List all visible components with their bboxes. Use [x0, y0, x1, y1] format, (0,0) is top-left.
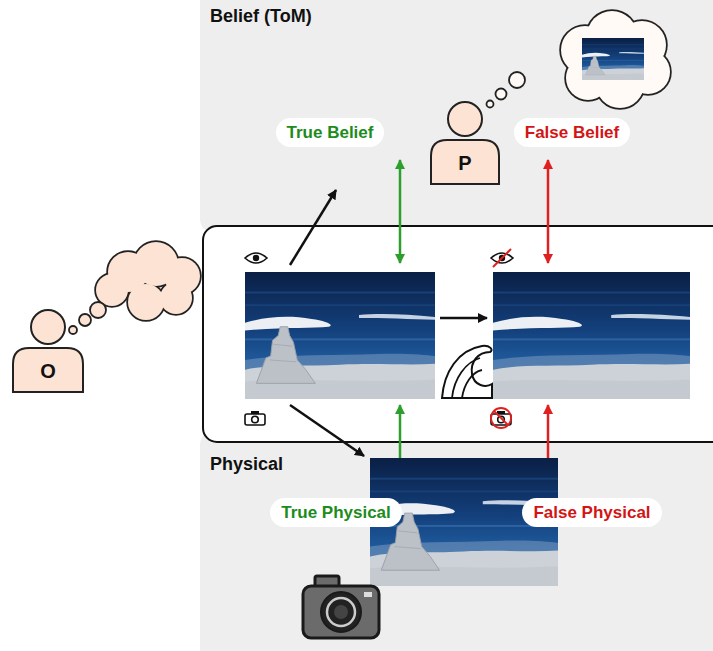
label-pill: False Belief: [514, 118, 631, 147]
person-head: [31, 310, 65, 344]
wave-icon: [462, 370, 482, 398]
flow-arrow: [290, 190, 336, 265]
pill-label: False Physical: [533, 502, 650, 523]
thought-cloud: [69, 11, 670, 334]
camera-figure: [327, 598, 355, 626]
scene-photo: [245, 272, 435, 399]
panel-title: Belief (ToM): [210, 6, 703, 27]
pill-label: False Belief: [525, 122, 620, 143]
label-pill: True Physical: [270, 498, 402, 527]
camera-figure: [364, 592, 372, 597]
panel-ground: [200, 0, 713, 232]
flow-arrow: [440, 317, 487, 320]
camera-icon: [494, 411, 508, 425]
scene-frame: [203, 226, 713, 442]
thought-cloud: [128, 284, 164, 320]
person-figure: O: [10, 308, 86, 394]
camera-icon: [491, 408, 511, 428]
thought-cloud: [96, 242, 200, 320]
wave-icon: [442, 346, 492, 398]
match-arrow: [400, 160, 548, 488]
person-figure: P: [428, 100, 502, 186]
person-body: [431, 140, 499, 184]
wave-icon: [442, 346, 492, 398]
camera-figure: [303, 586, 379, 638]
camera-figure: [334, 605, 348, 619]
thought-cloud: [79, 314, 91, 326]
thought-cloud: [90, 302, 106, 318]
wave-icon: [452, 358, 480, 398]
scene-photo: [493, 272, 690, 399]
label-pill: True Belief: [276, 118, 385, 147]
eye-icon: [245, 249, 513, 267]
thought-cloud: [496, 89, 507, 100]
flow-arrow: [290, 190, 487, 456]
thought-cloud: [561, 11, 670, 108]
eye-icon: [493, 249, 511, 267]
pill-label: True Physical: [281, 502, 391, 523]
thought-cloud: [128, 284, 164, 320]
panel-ground: [200, 432, 713, 651]
thought-cloud: [487, 101, 494, 108]
camera-icon: [245, 408, 511, 428]
panel-title: Physical: [210, 454, 703, 475]
flow-arrow: [290, 405, 364, 456]
scene-photo: [245, 272, 690, 399]
thought-cloud: [160, 282, 192, 314]
camera-figure: [321, 592, 361, 632]
camera-icon: [491, 411, 511, 425]
match-arrow: [399, 160, 402, 263]
thought-cloud: [69, 326, 77, 334]
person-letter: P: [458, 152, 471, 175]
camera-figure: [303, 576, 379, 638]
person-head: [448, 102, 482, 136]
pill-label: True Belief: [287, 122, 374, 143]
scene-frame: [203, 226, 713, 442]
thought-cloud: [487, 72, 526, 108]
thought-cloud: [561, 11, 670, 108]
thought-cloud: [509, 72, 525, 88]
eye-icon: [245, 253, 267, 263]
label-pill: False Physical: [522, 498, 661, 527]
person-letter: O: [40, 360, 56, 383]
person-body: [13, 348, 83, 392]
thought-cloud: [69, 302, 106, 334]
region-panel: True Physical False Physical Physical: [200, 432, 713, 651]
match-arrow: [547, 160, 550, 263]
thought-cloud: [96, 242, 200, 320]
region-panel: True BeliefP False Belief Belief (ToM): [200, 0, 713, 232]
thought-cloud: [160, 282, 192, 314]
thought-cloud: [582, 38, 644, 80]
camera-icon: [245, 411, 265, 425]
